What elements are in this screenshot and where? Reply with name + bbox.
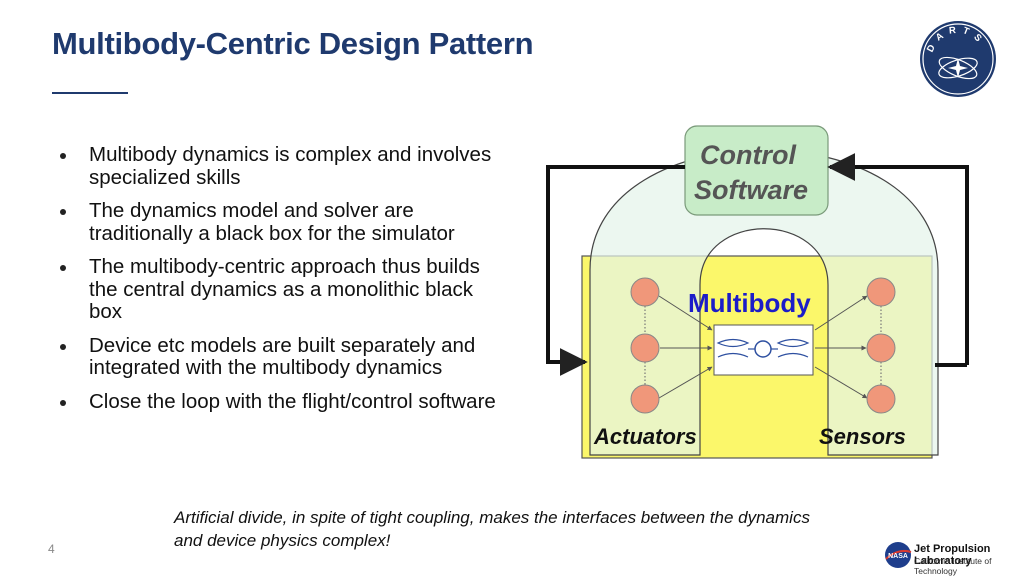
bullet-dot-icon [60, 209, 66, 215]
multibody-core-box [713, 324, 814, 376]
page-number: 4 [48, 542, 55, 556]
darts-orbit-2 [938, 56, 978, 80]
jpl-subtitle: California Institute of Technology [914, 556, 992, 576]
sensors-label: Sensors [819, 424, 906, 449]
software-label: Software [694, 175, 808, 205]
bullet-item: Device etc models are built separately a… [58, 334, 508, 380]
bullet-item: The multibody-centric approach thus buil… [58, 255, 508, 324]
jpl-name: Jet Propulsion Laboratory [914, 543, 991, 567]
slide-title: Multibody-Centric Design Pattern [52, 26, 534, 61]
footnote: Artificial divide, in spite of tight cou… [174, 508, 810, 550]
bullet-item: The dynamics model and solver are tradit… [58, 199, 508, 245]
darts-logo: DARTS [920, 21, 996, 97]
title-underline [52, 92, 128, 94]
sensor-node [866, 384, 896, 414]
nasa-text: NASA [888, 553, 908, 560]
bullet-item: Close the loop with the flight/control s… [58, 390, 508, 414]
bullet-dot-icon [60, 343, 66, 350]
control-label: Control [700, 140, 796, 170]
nasa-swoosh [885, 549, 912, 560]
command-arrow [546, 165, 685, 376]
wing-left-icon [716, 338, 750, 358]
actuator-link-arrow [658, 295, 713, 331]
bullet-dot-icon [60, 265, 66, 271]
actuator-link-arrow [658, 366, 713, 399]
sensor-link-arrow [814, 366, 868, 399]
bullet-item: Multibody dynamics is complex and involv… [58, 143, 508, 189]
actuators-label: Actuators [593, 424, 697, 449]
star-icon [948, 58, 968, 78]
sensor-feedback-arrow [827, 153, 969, 365]
actuator-node [630, 277, 660, 307]
sensor-node [866, 277, 896, 307]
control-loop-envelope [589, 149, 939, 456]
multibody-label: Multibody [688, 288, 811, 318]
bullet-dot-icon [60, 153, 66, 159]
bullet-dot-icon [60, 399, 66, 406]
actuator-node [630, 384, 660, 414]
darts-logo-ring [922, 23, 994, 95]
sensor-node [866, 333, 896, 363]
wing-right-icon [776, 338, 810, 358]
nasa-meatball-icon [885, 542, 911, 568]
actuator-node [630, 333, 660, 363]
darts-orbit-1 [938, 57, 978, 79]
bullet-list: Multibody dynamics is complex and involv… [58, 143, 508, 424]
sensor-link-arrow [814, 295, 868, 331]
jpl-logo: NASA [885, 542, 912, 568]
